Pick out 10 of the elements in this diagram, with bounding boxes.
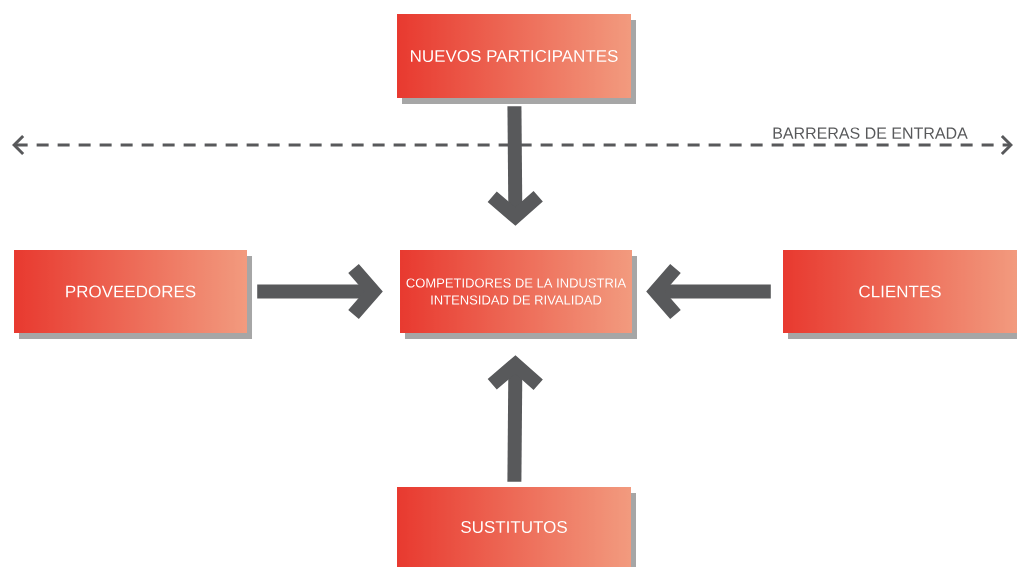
arrow (487, 106, 543, 226)
force-box: COMPETIDORES DE LA INDUSTRIA INTENSIDAD DE RIVALIDAD (400, 250, 637, 339)
force-box: CLIENTES (783, 250, 1017, 339)
barrier-label: BARRERAS DE ENTRADA (773, 127, 968, 139)
force-box: SUSTITUTOS (397, 487, 636, 567)
arrow (487, 355, 543, 482)
force-box: PROVEEDORES (14, 250, 252, 339)
arrow (646, 263, 771, 320)
arrow (257, 263, 383, 320)
force-box: NUEVOS PARTICIPANTES (397, 14, 636, 104)
